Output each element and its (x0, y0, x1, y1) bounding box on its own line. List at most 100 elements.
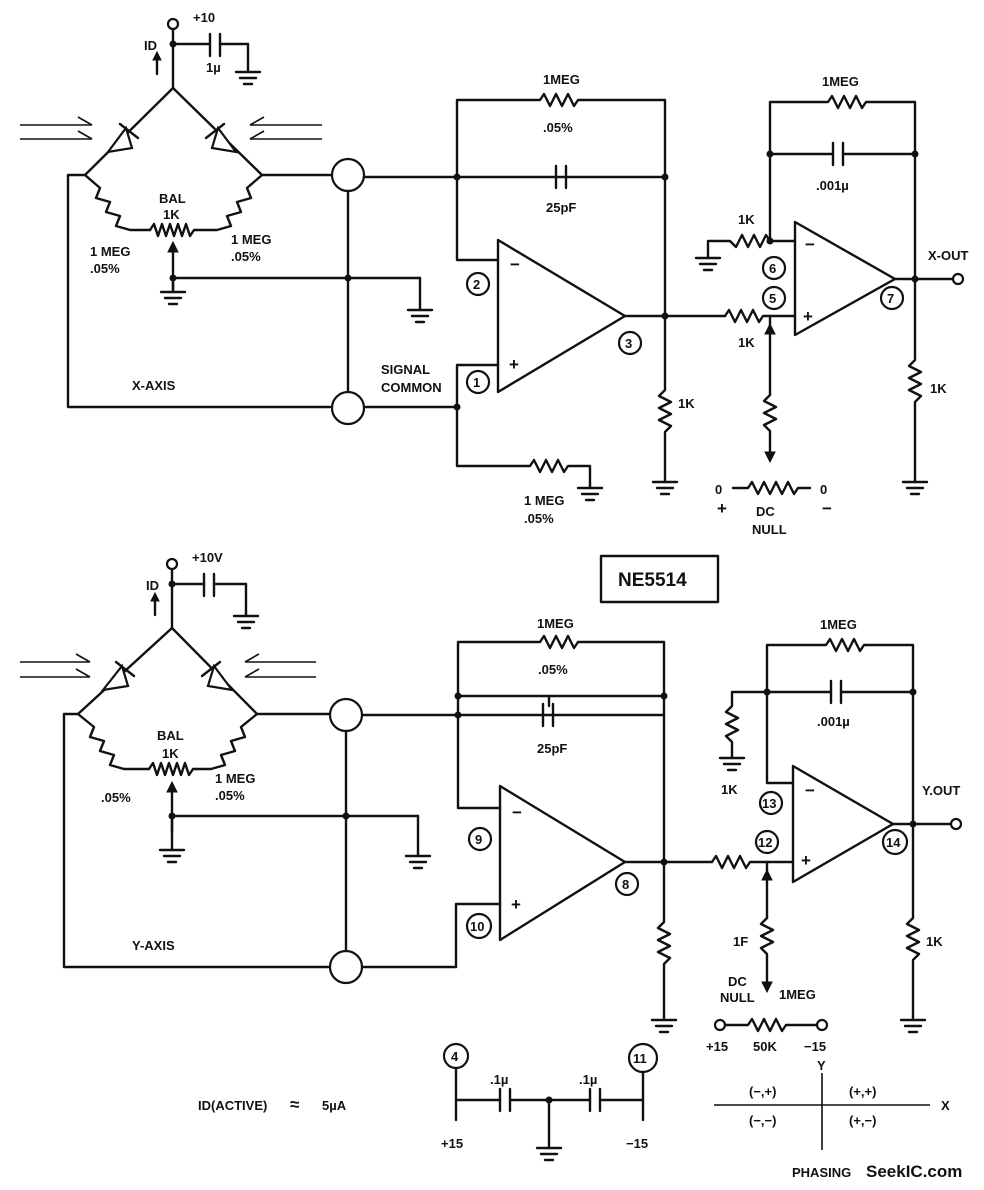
y-pin-9-label: 9 (475, 832, 482, 847)
x-null-label-2: NULL (752, 522, 787, 537)
y-stage2-fb-res: 1MEG (820, 617, 857, 632)
approx-symbol: ≈ (290, 1095, 299, 1114)
x-bal-wiper-icon (167, 240, 179, 253)
x-opamp2-plus: + (803, 307, 813, 326)
id-active-label: ID(ACTIVE) (198, 1098, 267, 1113)
x-pin-5-label: 5 (769, 291, 776, 306)
x-null-left: 0 (715, 482, 722, 497)
x-fb-cap: 25pF (546, 200, 576, 215)
x-axis-label: X-AXIS (132, 378, 176, 393)
y-fb-cap: 25pF (537, 741, 567, 756)
phasing-diagram: Y X (−,+) (+,+) (−,−) (+,−) PHASING (714, 1058, 950, 1180)
x-stage2-fb-cap: .001µ (816, 178, 849, 193)
x-shield-connector-bottom (330, 390, 366, 426)
x-photodiode-bridge: +10 ID 1µ (20, 10, 422, 306)
chip-label: NE5514 (618, 570, 687, 591)
y-photodiode-right-icon (206, 663, 235, 692)
y-null-label-2: NULL (720, 990, 755, 1005)
y-right-res-tol: .05% (215, 788, 245, 803)
y-null-arrow-icon (761, 981, 773, 994)
x-pin-7-label: 7 (887, 291, 894, 306)
x-opamp2-minus: − (805, 235, 815, 254)
x-stage2-fb-res: 1MEG (822, 74, 859, 89)
phasing-q-top-left: (−,+) (749, 1084, 776, 1099)
x-null-right: 0 (820, 482, 827, 497)
x-fb-res-value: 1MEG (543, 72, 580, 87)
x-pin-1 (617, 330, 643, 356)
y-pin-13-label: 13 (762, 796, 776, 811)
x-in-res-tol: .05% (524, 511, 554, 526)
y-stage2-gnd-res: 1K (721, 782, 738, 797)
x-id-arrow-icon (152, 50, 162, 61)
y-null-res-value: 1MEG (779, 987, 816, 1002)
x-supply-label: +10 (193, 10, 215, 25)
y-null-terminal-left (713, 1018, 727, 1032)
phasing-q-bot-right: (+,−) (849, 1113, 876, 1128)
x-id-label: ID (144, 38, 157, 53)
power-pin-4-label: 4 (451, 1049, 459, 1064)
x-load-res: 1K (678, 396, 695, 411)
x-cap-label: 1µ (206, 60, 221, 75)
x-pin-3-label: 1 (473, 375, 480, 390)
power-v-right: −15 (626, 1136, 648, 1151)
y-pin-14-label: 14 (886, 835, 901, 850)
y-bal-wiper-icon (166, 780, 178, 793)
y-opamp2-plus: + (801, 851, 811, 870)
x-out-load-res: 1K (930, 381, 947, 396)
x-channel: +10 ID 1µ (20, 10, 969, 537)
phasing-q-bot-left: (−,−) (749, 1113, 776, 1128)
y-right-res-value: 1 MEG (215, 771, 255, 786)
y-bal-label: BAL (157, 728, 184, 743)
x-in-res-value: 1 MEG (524, 493, 564, 508)
x-photodiode-left-icon (105, 125, 134, 154)
y-fb-res-value: 1MEG (537, 616, 574, 631)
x-opamp1-plus: + (509, 355, 519, 374)
x-pin-5 (761, 285, 787, 311)
x-shield-connector-top (330, 157, 366, 193)
y-null-terminal-right (815, 1018, 829, 1032)
x-left-res-tol: .05% (90, 261, 120, 276)
x-light-arrows-left-icon (20, 116, 93, 140)
y-id-arrow-icon (150, 591, 160, 602)
x-supply-terminal (166, 17, 180, 31)
x-opamp1-minus: − (510, 255, 520, 274)
x-signal-common-2: COMMON (381, 380, 442, 395)
x-stage2-gnd-res: 1K (738, 212, 755, 227)
x-pin-6 (761, 255, 787, 281)
id-active-value: 5µA (322, 1098, 347, 1113)
y-opamp1-plus: + (511, 895, 521, 914)
y-axis-label: Y-AXIS (132, 938, 175, 953)
y-left-res-tol: .05% (101, 790, 131, 805)
x-pin-2 (465, 271, 491, 297)
x-bal-label: BAL (159, 191, 186, 206)
phasing-axis-x: X (941, 1098, 950, 1113)
y-channel: +10V ID (20, 550, 963, 1054)
x-out-terminal (951, 272, 965, 286)
y-pin-10-label: 10 (470, 919, 484, 934)
x-null-minus: − (822, 499, 832, 518)
chip-box (599, 554, 720, 604)
x-null-plus: + (717, 499, 727, 518)
y-null-right: −15 (804, 1039, 826, 1054)
x-signal-common-1: SIGNAL (381, 362, 430, 377)
x-opamp-1 (496, 238, 627, 394)
phasing-q-top-right: (+,+) (849, 1084, 876, 1099)
x-pin-6-label: 6 (769, 261, 776, 276)
y-pin-8-label: 8 (622, 877, 629, 892)
phasing-label: PHASING (792, 1165, 851, 1180)
power-pin-11-label: 11 (633, 1051, 647, 1066)
y-null-left: +15 (706, 1039, 728, 1054)
power-cap-right: .1µ (579, 1072, 597, 1087)
x-stage2-in-res: 1K (738, 335, 755, 350)
y-light-arrows-right-icon (244, 653, 316, 678)
x-right-res-value: 1 MEG (231, 232, 271, 247)
x-fb-res-tol: .05% (543, 120, 573, 135)
y-null-res-label: 1F (733, 934, 748, 949)
y-pin-14 (881, 828, 909, 856)
y-opamp2-minus: − (805, 781, 815, 800)
x-photodiode-right-icon (210, 125, 239, 154)
x-pin-2-label: 2 (473, 277, 480, 292)
y-opamp1-minus: − (512, 803, 522, 822)
y-shield-connector-top (328, 697, 364, 733)
